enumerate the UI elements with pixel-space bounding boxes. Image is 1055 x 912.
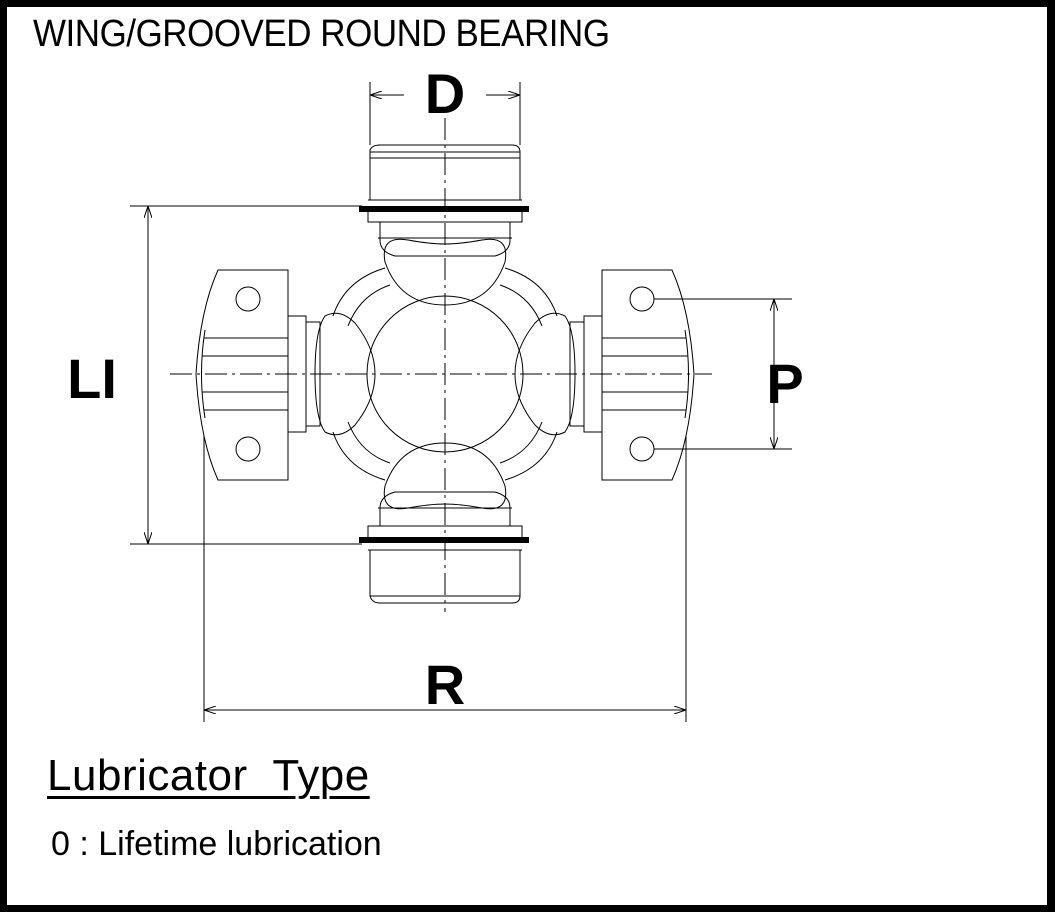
dim-label-r: R xyxy=(425,653,465,716)
left-wing-bearing xyxy=(195,269,321,481)
dim-label-li: LI xyxy=(67,347,117,410)
dimension-p xyxy=(654,298,792,450)
spider-cross-body xyxy=(314,238,576,510)
dim-label-d: D xyxy=(425,62,465,125)
lubricator-type-heading: Lubricator Type xyxy=(47,751,370,800)
top-bearing-cup xyxy=(359,144,529,257)
drawing-frame: WING/GROOVED ROUND BEARING xyxy=(7,7,1047,905)
bottom-bearing-cup xyxy=(359,491,529,604)
dimension-r xyxy=(203,436,687,722)
dimension-li xyxy=(130,205,362,545)
dimension-d xyxy=(369,82,521,145)
u-joint-drawing: D LI P R xyxy=(67,62,804,722)
drawing-title: WING/GROOVED ROUND BEARING xyxy=(33,13,610,55)
lubricator-item: 0 : Lifetime lubrication xyxy=(51,825,382,863)
dim-label-p: P xyxy=(766,352,803,415)
